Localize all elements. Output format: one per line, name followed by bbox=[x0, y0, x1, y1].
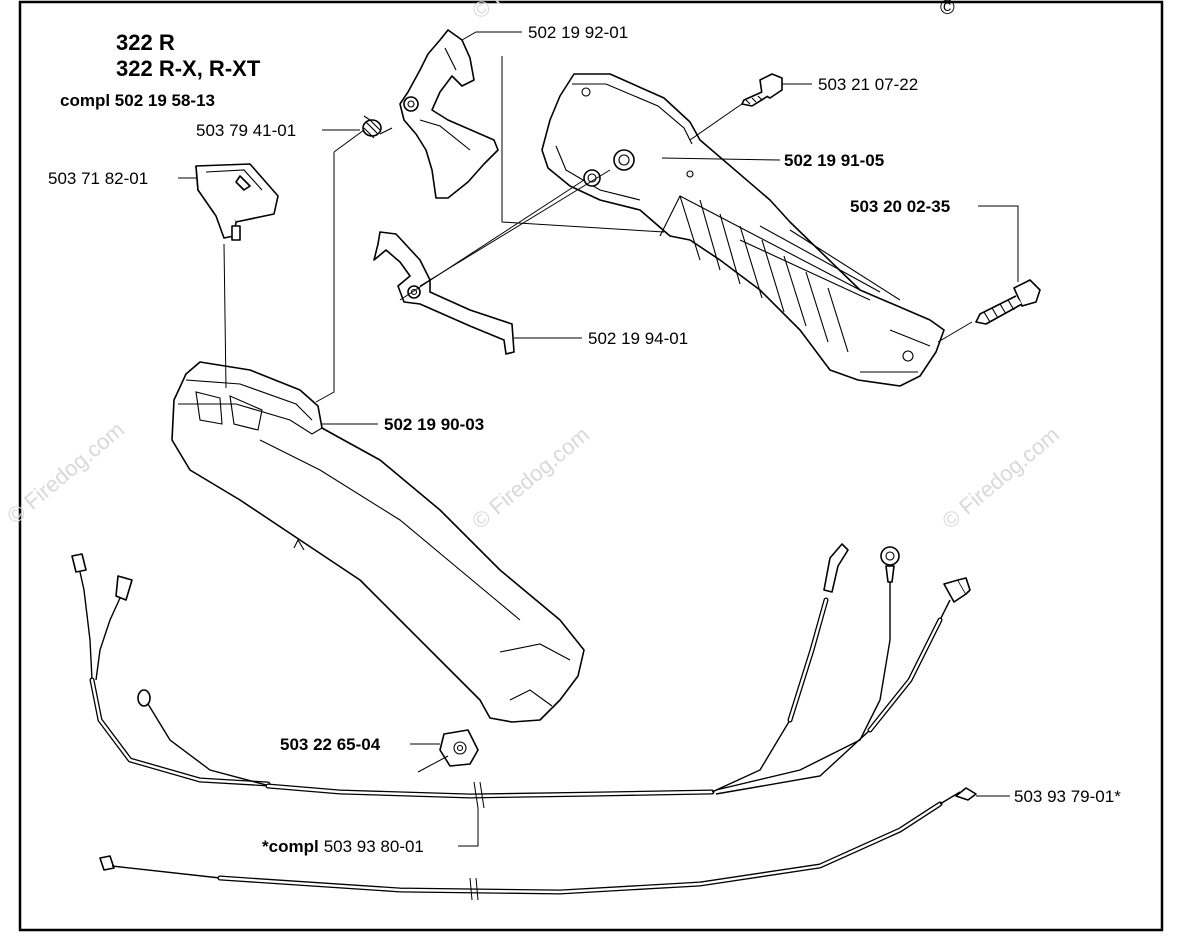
label-503-20-02-35: 503 20 02-35 bbox=[850, 197, 950, 216]
screw-top-part bbox=[741, 73, 783, 107]
label-503-93-80-01: *compl 503 93 80-01 bbox=[262, 837, 424, 856]
label-503-79-41-01: 503 79 41-01 bbox=[196, 121, 296, 140]
copyright-icon: © bbox=[940, 0, 955, 19]
label-compl-prefix: *compl bbox=[262, 837, 319, 856]
label-503-71-82-01: 503 71 82-01 bbox=[48, 169, 148, 188]
label-compl-number: 503 93 80-01 bbox=[324, 837, 424, 856]
label-502-19-91-05: 502 19 91-05 bbox=[784, 151, 884, 170]
watermark-2: © Firedog.com bbox=[467, 422, 594, 534]
diagram-frame bbox=[18, 0, 1164, 932]
screw-right-part bbox=[975, 279, 1041, 325]
label-503-22-65-04: 503 22 65-04 bbox=[280, 735, 381, 754]
label-503-93-79-01: 503 93 79-01* bbox=[1014, 787, 1121, 806]
watermark-4: © Firedog.com bbox=[467, 0, 594, 24]
lockout-lever-part bbox=[373, 231, 515, 355]
leader-lines bbox=[178, 31, 1019, 847]
part-labels: 502 19 92-01 503 21 07-22 503 79 41-01 5… bbox=[48, 23, 1121, 856]
spring-part bbox=[362, 115, 393, 139]
compl-number: compl 502 19 58-13 bbox=[60, 91, 215, 110]
wiring-harness-part bbox=[71, 543, 971, 809]
throttle-trigger-part bbox=[399, 29, 499, 199]
label-502-19-90-03: 502 19 90-03 bbox=[384, 415, 484, 434]
nut-part bbox=[439, 729, 479, 767]
handle-upper-part bbox=[541, 73, 945, 387]
stop-switch-part bbox=[195, 163, 279, 241]
watermark-3: © Firedog.com bbox=[937, 422, 1064, 534]
label-502-19-92-01: 502 19 92-01 bbox=[528, 23, 628, 42]
model-title-2: 322 R-X, R-XT bbox=[116, 56, 261, 81]
label-503-21-07-22: 503 21 07-22 bbox=[818, 75, 918, 94]
cable-part bbox=[99, 787, 977, 901]
label-502-19-94-01: 502 19 94-01 bbox=[588, 329, 688, 348]
model-title-1: 322 R bbox=[116, 30, 175, 55]
handle-lower-part bbox=[171, 361, 585, 723]
